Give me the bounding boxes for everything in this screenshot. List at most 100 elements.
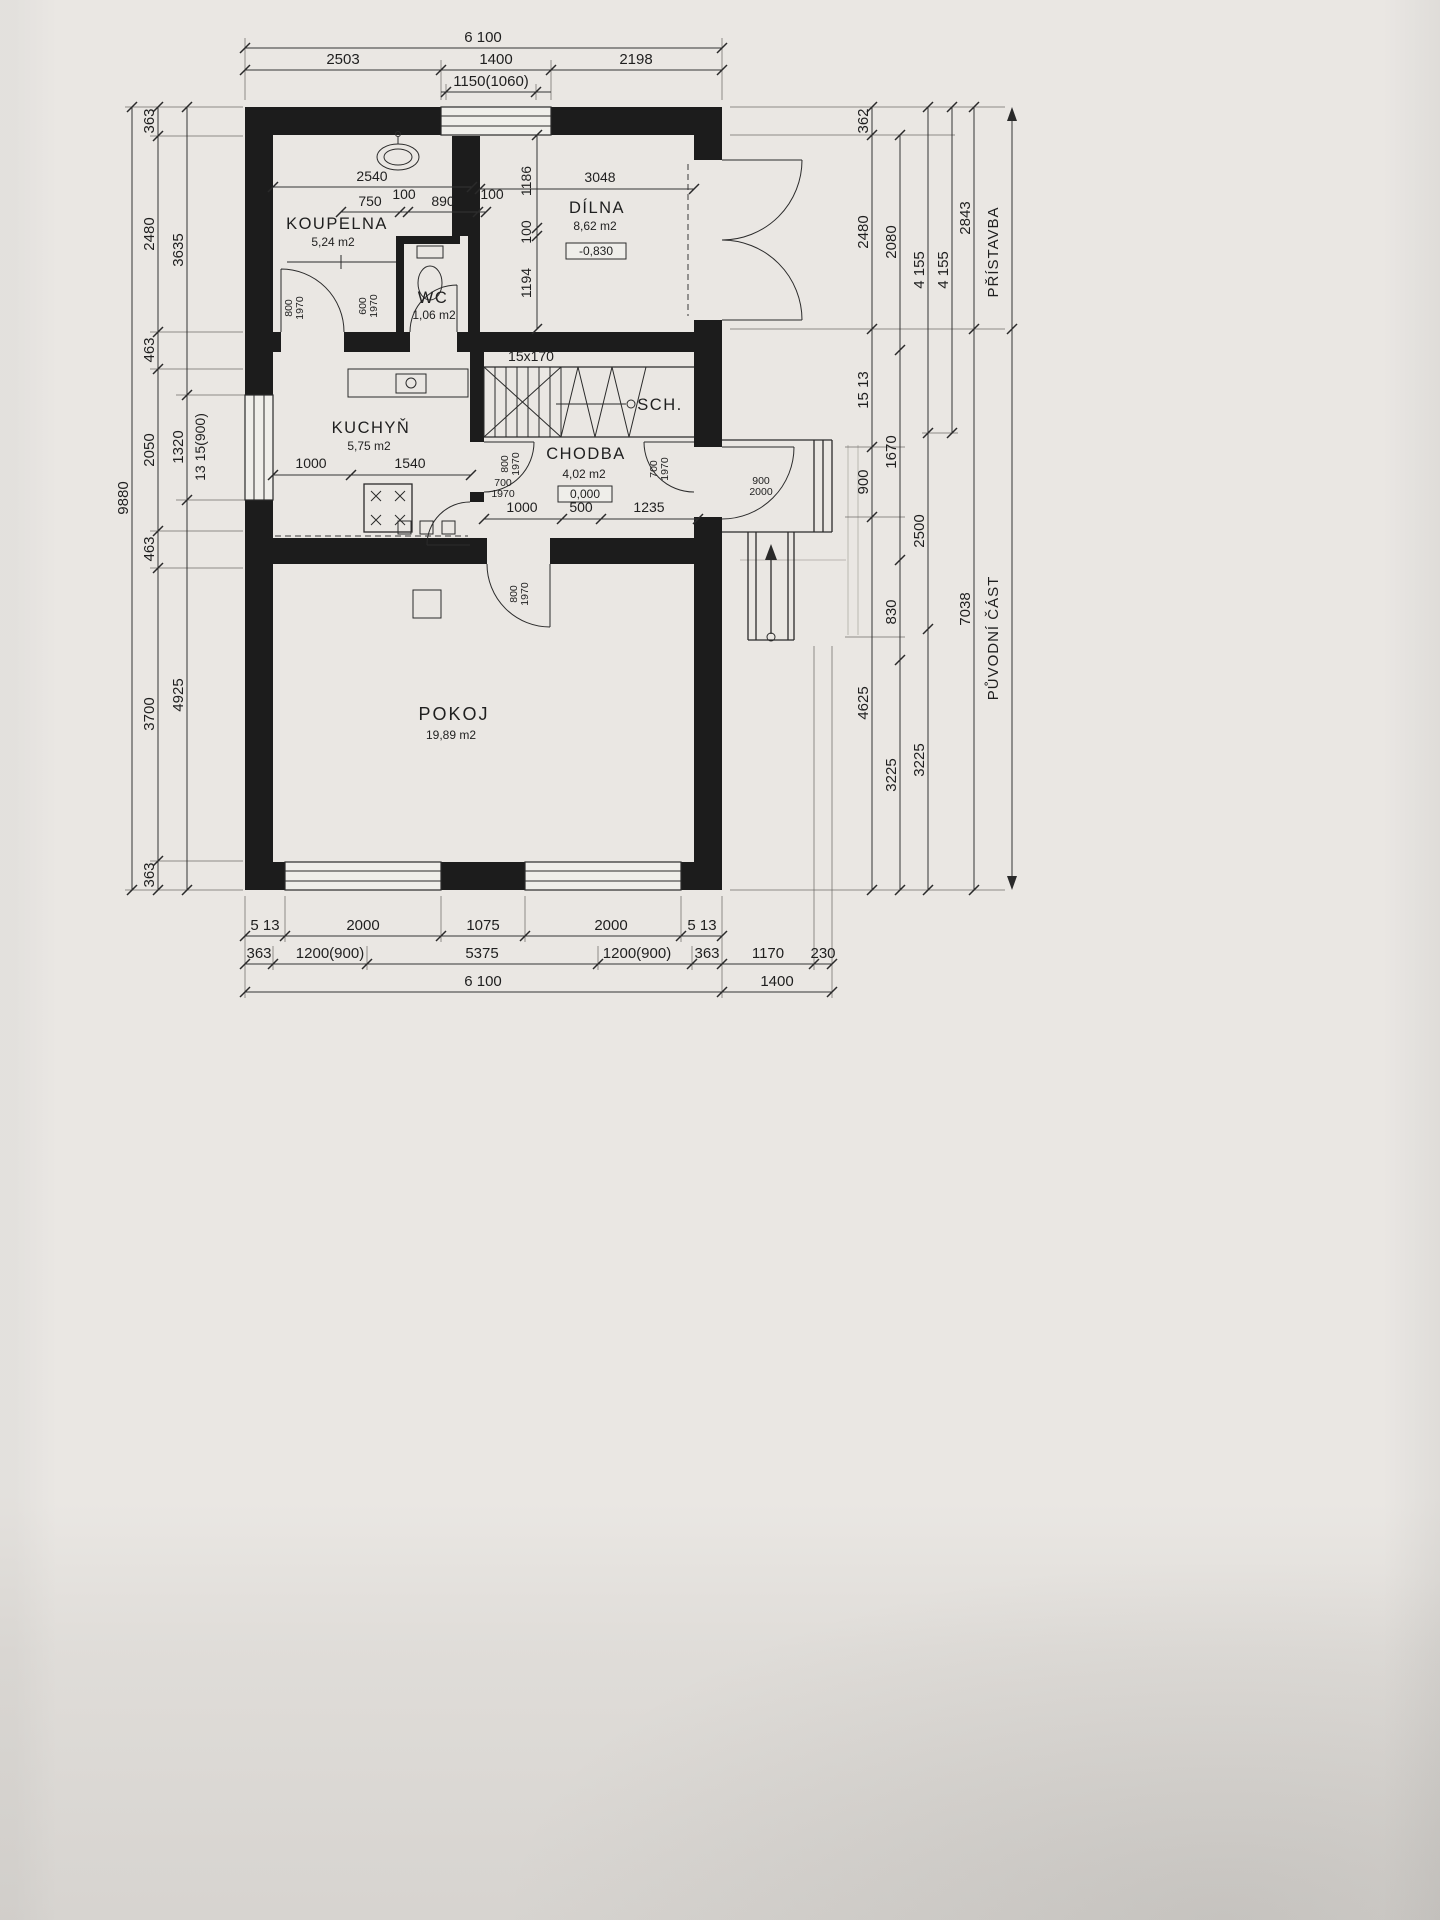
dim-right-col4-0: 4 155 [935, 251, 952, 289]
dim-chodba-2: 1235 [633, 499, 664, 515]
dim-right-col5-0: 2843 [957, 201, 974, 234]
dim-right-mid-0: 2080 [883, 225, 900, 258]
dim-right-col3-2: 3225 [911, 743, 928, 776]
room-area-kuchyn: 5,75 m2 [347, 439, 391, 453]
door-label-chodba-sch-h: 1970 [659, 457, 671, 481]
zone-label-pristavba: PŘÍSTAVBA [985, 207, 1002, 298]
room-area-koupelna: 5,24 m2 [311, 235, 355, 249]
exterior-porch-stairs [722, 439, 833, 642]
dim-bottom-r3-1: 1400 [760, 973, 793, 990]
door-vstup [721, 446, 795, 520]
level-box-dilna [565, 242, 627, 260]
dim-left-mid-2: 4925 [170, 678, 187, 711]
kitchen-counter [347, 368, 469, 398]
dim-right-col3-1: 2500 [911, 514, 928, 547]
stove [363, 483, 413, 533]
dim-right-inner-1: 2480 [855, 215, 872, 248]
door-label-kuchyn2-h: 1970 [491, 488, 515, 500]
dim-dilna-vert-0: 1186 [518, 166, 534, 196]
dim-left-window: 13 15(900) [192, 413, 208, 481]
room-label-kuchyn: KUCHYŇ [332, 418, 411, 437]
room-label-koupelna: KOUPELNA [286, 215, 388, 233]
window-left [244, 394, 274, 501]
extension-lines [125, 38, 1005, 998]
room-label-dilna: DÍLNA [569, 198, 625, 217]
door-chodba-sch [643, 441, 695, 493]
dim-bottom-r2-6: 230 [810, 945, 835, 962]
door-label-vstup-h: 2000 [749, 486, 773, 498]
dim-dilna-vert-1: 100 [518, 220, 534, 244]
dim-partition-1: 100 [392, 186, 416, 202]
doors [280, 159, 803, 628]
dim-left-inner-4: 463 [141, 536, 158, 561]
dim-dilna-width: 3048 [584, 169, 615, 185]
dim-bottom-r1-2: 1075 [466, 917, 499, 934]
dim-chodba-0: 1000 [506, 499, 537, 515]
dim-bottom-r2-3: 1200(900) [603, 945, 671, 962]
dim-top-s3: 2198 [619, 51, 652, 68]
dim-bottom-r2-4: 363 [694, 945, 719, 962]
zone-label-puvodni-cast: PŮVODNÍ ČÁST [984, 576, 1002, 701]
dim-top-window: 1150(1060) [453, 73, 529, 90]
dim-right-inner-2: 15 13 [855, 371, 872, 409]
dimension-labels-bottom: 5 13 2000 1075 2000 5 13 363 1200(900) 5… [246, 917, 835, 990]
toilet [416, 245, 444, 301]
dim-right-inner-4: 4625 [855, 686, 872, 719]
door-label-pokoj-w: 800 [508, 585, 520, 603]
dim-right-mid-2: 830 [883, 599, 900, 624]
window-bottom-right [524, 861, 682, 891]
room-label-pokoj: POKOJ [418, 704, 489, 724]
scan-bleed-through [740, 445, 859, 635]
room-area-dilna: 8,62 m2 [573, 219, 617, 233]
interior-walls [273, 136, 694, 564]
door-label-wc-w: 600 [357, 297, 369, 315]
windows [244, 106, 682, 891]
door-label-koupelna-h: 1970 [294, 296, 306, 320]
room-level-dilna: -0,830 [579, 244, 613, 258]
door-label-wc-h: 1970 [368, 294, 380, 318]
dimension-labels-left: 9880 3635 1320 4925 13 15(900) 363 2480 … [115, 108, 208, 887]
dim-bottom-r2-2: 5375 [465, 945, 498, 962]
door-label-vstup-w: 900 [752, 475, 770, 487]
stair-count-label: 15x170 [508, 348, 554, 364]
dim-top-overall: 6 100 [464, 29, 502, 46]
fixtures [275, 131, 469, 619]
door-pokoj [486, 563, 551, 628]
dimension-labels-top: 6 100 2503 1400 2198 1150(1060) [326, 29, 652, 90]
dim-top-s1: 2503 [326, 51, 359, 68]
dim-bottom-r1-4: 5 13 [687, 917, 716, 934]
dim-right-col3-0: 4 155 [911, 251, 928, 289]
room-area-wc: 1,06 m2 [412, 308, 456, 322]
door-label-kuchyn-chodba-w: 800 [499, 455, 511, 473]
dim-chodba-1: 500 [569, 499, 593, 515]
dim-dilna-vert-2: 1194 [518, 268, 534, 298]
dim-left-inner-1: 2480 [141, 217, 158, 250]
staircase [483, 366, 694, 438]
door-label-chodba-sch-w: 700 [648, 460, 660, 478]
door-kuchyn-chodba [483, 441, 535, 493]
dim-kuchyn-0: 1000 [295, 455, 326, 471]
dim-left-inner-5: 3700 [141, 697, 158, 730]
dim-partition-0: 750 [358, 193, 382, 209]
dim-left-inner-2: 463 [141, 337, 158, 362]
door-dilna-double [687, 159, 803, 321]
dim-right-col5-1: 7038 [957, 592, 974, 625]
room-level-chodba: 0,000 [570, 487, 600, 501]
door-label-kuchyn2-w: 700 [494, 477, 512, 489]
dim-partition-2: 890 [431, 193, 455, 209]
room-label-sch: SCH. [637, 396, 682, 414]
dim-bottom-r3-0: 6 100 [464, 973, 502, 990]
door-labels: 800 1970 600 1970 800 1970 700 1970 700 … [283, 294, 773, 606]
door-wc [409, 284, 458, 333]
flue-vents [397, 520, 456, 535]
dimension-lines [126, 42, 1018, 998]
window-bottom-left [284, 861, 442, 891]
dim-left-overall: 9880 [115, 481, 132, 514]
dim-bottom-r2-5: 1170 [752, 945, 784, 962]
dim-left-mid-1: 1320 [170, 430, 187, 463]
outer-walls [245, 107, 722, 890]
dim-bottom-r1-3: 2000 [594, 917, 627, 934]
dimension-labels-interior: 2540 750 100 890 100 3048 1186 100 1194 … [295, 166, 664, 515]
dim-left-inner-6: 363 [141, 862, 158, 887]
